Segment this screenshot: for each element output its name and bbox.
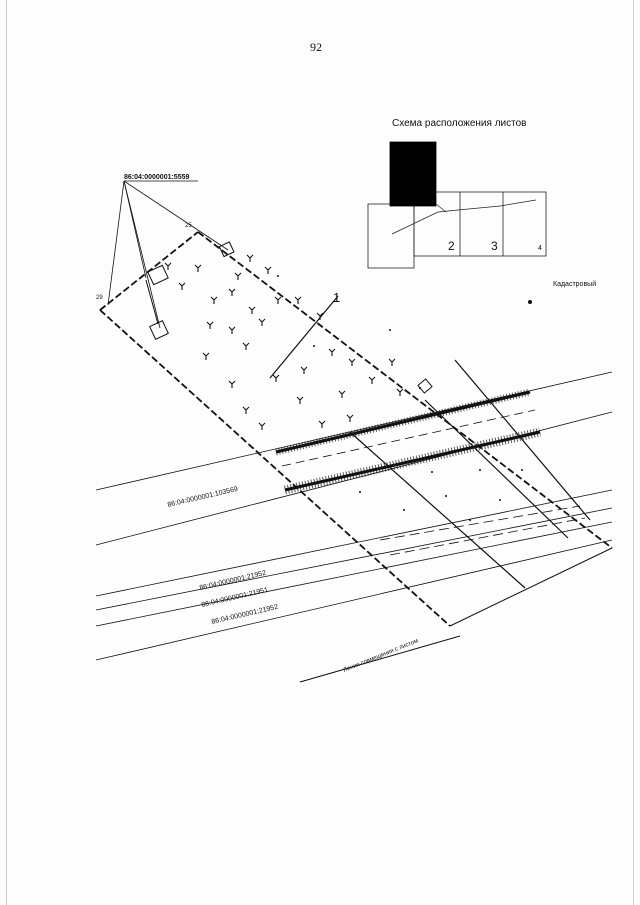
tree-symbols — [164, 254, 404, 430]
tree-symbol — [274, 296, 282, 304]
sheet-number-4: 4 — [538, 245, 542, 252]
survey-dot — [499, 499, 501, 501]
tree-symbol — [206, 321, 214, 329]
tree-symbol — [248, 306, 256, 314]
tree-symbol — [242, 342, 250, 350]
tree-symbol — [258, 318, 266, 326]
survey-dot — [521, 469, 523, 471]
faint-scheme-label: Кадастровый — [553, 280, 596, 288]
tree-symbol — [202, 352, 210, 360]
tree-symbol — [246, 254, 254, 262]
tree-symbol — [258, 422, 266, 430]
label-road-parcel: 86:04:0000001:103569 — [167, 486, 239, 509]
page-right-edge — [633, 0, 634, 905]
survey-dot — [469, 519, 471, 521]
tree-symbol — [300, 366, 308, 374]
survey-dot — [528, 300, 532, 304]
page-left-edge — [6, 0, 7, 905]
sheet-number-3: 3 — [491, 239, 498, 253]
survey-dot — [419, 387, 421, 389]
tree-symbol — [396, 388, 404, 396]
survey-dot — [479, 469, 481, 471]
point-label-25: 25 — [185, 223, 192, 229]
corridor-end-edge — [449, 547, 613, 627]
top-label-leaders — [107, 180, 229, 329]
inner-cross-lines — [269, 295, 591, 589]
survey-dots — [277, 275, 532, 521]
corridor-boundary — [99, 231, 613, 627]
parcel-lines — [95, 371, 613, 683]
sheets-2-4-frame — [413, 191, 547, 257]
survey-dot — [389, 329, 391, 331]
survey-dot — [445, 495, 447, 497]
page-number: 92 — [310, 40, 322, 54]
label-strip-2: 86:04:0000001:21951 — [201, 587, 269, 609]
tree-symbol — [228, 288, 236, 296]
survey-dot — [277, 275, 279, 277]
point-label-29: 29 — [96, 295, 103, 301]
sheet-index-scheme: Схема расположения листов 2 3 4 Кадастро… — [367, 118, 596, 288]
tree-symbol — [328, 348, 336, 356]
survey-dot — [431, 471, 433, 473]
index-scheme-title: Схема расположения листов — [392, 118, 526, 129]
tree-symbol — [338, 390, 346, 398]
tree-symbol — [272, 374, 280, 382]
tree-symbol — [228, 380, 236, 388]
survey-dot — [313, 345, 315, 347]
tree-symbol — [318, 420, 326, 428]
label-top-parcel: 86:04:0000001:5559 — [124, 174, 189, 181]
tree-symbol — [316, 312, 324, 320]
marker-number: 1 — [333, 290, 340, 305]
small-structures — [145, 241, 433, 394]
label-strip-3: 86:04:0000001:21952 — [211, 604, 279, 626]
tree-symbol — [210, 296, 218, 304]
tree-symbol — [178, 282, 186, 290]
sheet-number-2: 2 — [448, 239, 455, 253]
tree-symbol — [368, 376, 376, 384]
tree-symbol — [346, 414, 354, 422]
tree-symbol — [348, 358, 356, 366]
sheet-1-frame — [367, 203, 415, 269]
tree-symbol — [234, 272, 242, 280]
tree-symbol — [296, 396, 304, 404]
current-sheet-highlight — [389, 141, 437, 207]
tree-symbol — [264, 266, 272, 274]
label-sheet-join-line: Линия совмещения с листом — [343, 638, 420, 674]
survey-dot — [403, 509, 405, 511]
tree-symbol — [228, 326, 236, 334]
tree-symbol — [164, 262, 172, 270]
tree-symbol — [242, 406, 250, 414]
tree-symbol — [294, 296, 302, 304]
survey-dot — [359, 491, 361, 493]
tree-symbol — [194, 264, 202, 272]
tree-symbol — [388, 358, 396, 366]
